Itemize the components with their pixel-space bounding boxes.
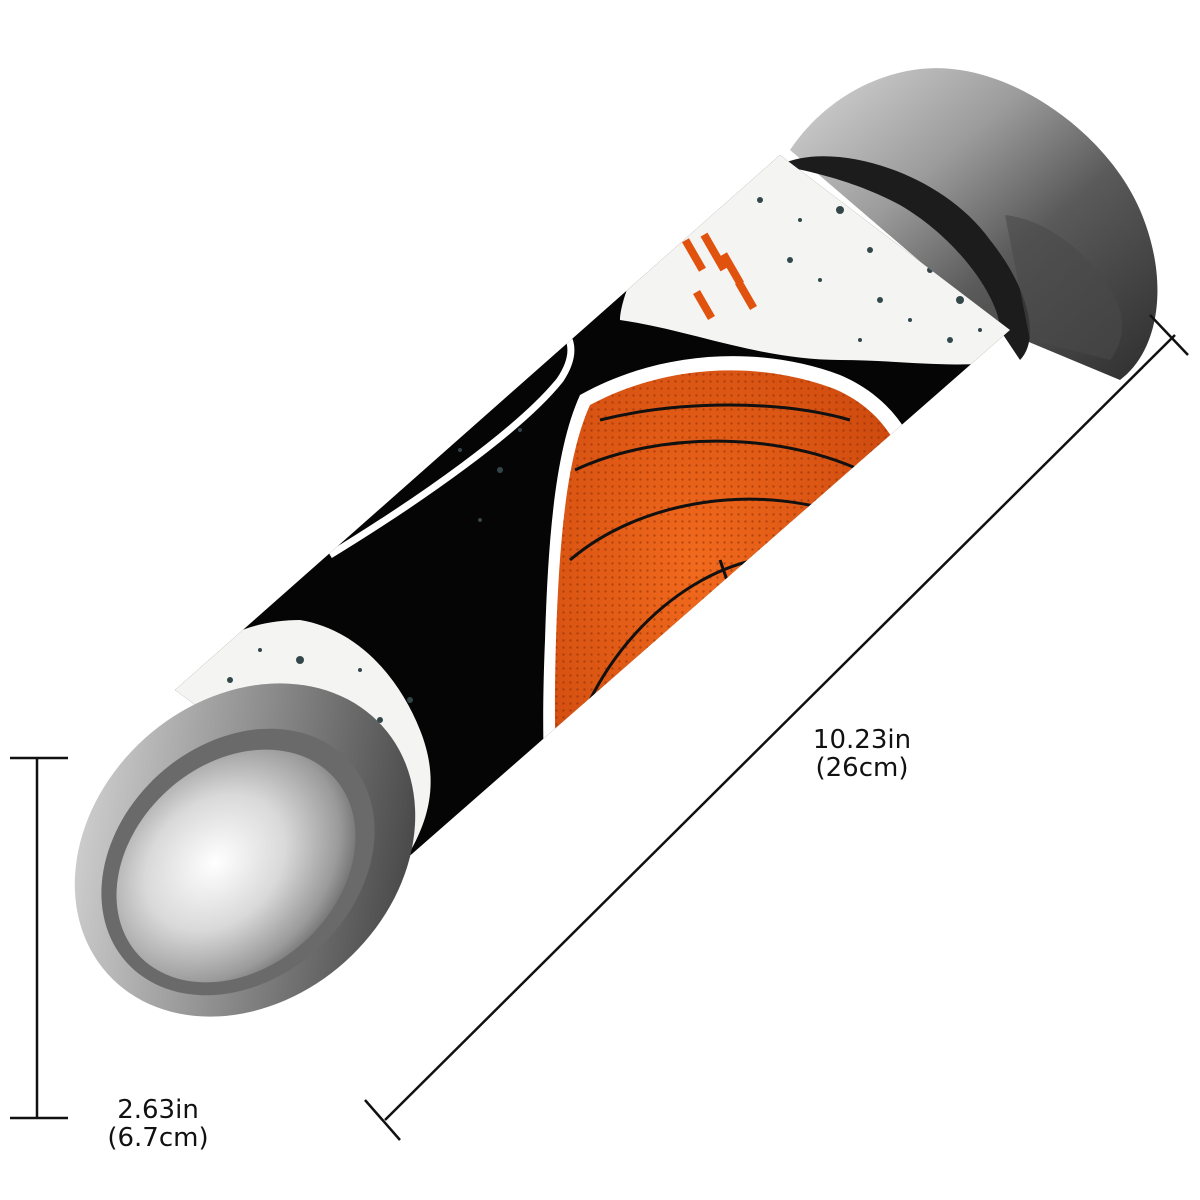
cap-shadow [1005, 215, 1123, 360]
base-disk [116, 749, 356, 983]
length-dimension [364, 314, 1189, 1141]
bottom-base [74, 683, 416, 1017]
diameter-label: 2.63in (6.7cm) [88, 1096, 228, 1152]
length-line [384, 334, 1176, 1121]
basketball [543, 356, 924, 860]
top-cap [780, 68, 1158, 381]
length-label: 10.23in (26cm) [792, 726, 932, 782]
cap-seam [780, 156, 1030, 360]
diameter-dimension [10, 756, 68, 1120]
length-tick-start [364, 1099, 401, 1141]
length-tick-end [1149, 314, 1189, 356]
diameter-imperial: 2.63in [117, 1095, 199, 1125]
length-metric: (26cm) [815, 753, 909, 783]
diameter-metric: (6.7cm) [107, 1123, 209, 1153]
length-imperial: 10.23in [812, 725, 912, 755]
lettering-fragment [682, 232, 757, 320]
